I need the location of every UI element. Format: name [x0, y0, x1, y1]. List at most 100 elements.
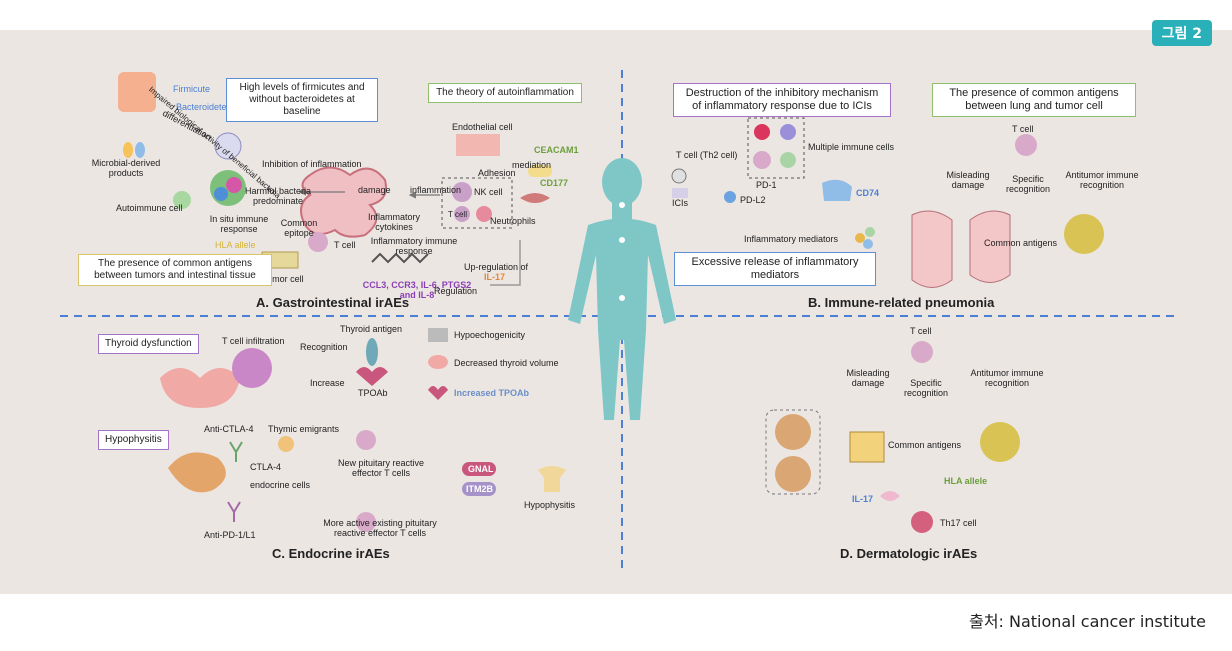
damage-label: damage	[358, 185, 391, 195]
common-antigens-b-label: Common antigens	[984, 238, 1058, 248]
antitumor-b-label: Antitumor immune recognition	[1065, 170, 1139, 191]
hypoecho-label: Hypoechogenicity	[454, 330, 526, 340]
specific-b-label: Specific recognition	[1005, 174, 1051, 195]
t-cell-d-label: T cell	[910, 326, 932, 336]
specific-d-label: Specific recognition	[903, 378, 949, 399]
nk-cell-icon	[452, 182, 472, 202]
anti-pd1-icon	[227, 501, 241, 522]
infiltration-label: T cell infiltration	[222, 336, 285, 346]
anti-pd1-label: Anti-PD-1/L1	[204, 530, 256, 540]
cd74-label: CD74	[856, 188, 880, 198]
human-body-icon	[568, 158, 676, 420]
figure-badge: 그림 2	[1151, 20, 1212, 46]
inflammation-label: inflammation	[410, 185, 462, 195]
adhesion-label: Adhesion	[478, 168, 516, 178]
anti-ctla4-label: Anti-CTLA-4	[204, 424, 254, 434]
destruction-box: Destruction of the inhibitory mechanism …	[673, 83, 891, 118]
thyroid-antigen-label: Thyroid antigen	[340, 324, 403, 334]
t-cell-label: T cell	[334, 240, 356, 250]
hypophysitis-box: Hypophysitis	[98, 430, 169, 450]
genes-label: CCL3, CCR3, IL-6, PTGS2 and IL-8	[362, 280, 472, 301]
thymic-label: Thymic emigrants	[268, 424, 340, 434]
cd177-label: CD177	[540, 178, 569, 188]
thyroid-dysfunction-box: Thyroid dysfunction	[98, 334, 199, 354]
endocrine-label: endocrine cells	[250, 480, 311, 490]
skin-lesion-icon	[775, 414, 811, 450]
thymus-icon	[278, 436, 294, 452]
insitu-label: In situ immune response	[209, 214, 269, 235]
dna-icon	[371, 252, 429, 264]
ici-vial-icon	[672, 188, 688, 198]
skin-box	[765, 409, 821, 495]
active-t-cell-icon	[356, 512, 376, 532]
t-cell-b-label: T cell	[1012, 124, 1034, 134]
common-epitope-label: Common epitope	[280, 218, 318, 239]
harmful-label: Harmful bacteria predominate	[244, 186, 312, 207]
recognition-label: Recognition	[300, 342, 348, 352]
panel-c-title: C. Endocrine irAEs	[272, 546, 390, 561]
tpoab-label: TPOAb	[358, 388, 388, 398]
ici-block-icon	[671, 168, 687, 184]
intestine-icon	[300, 166, 387, 238]
t-cell-2-label: T cell	[448, 210, 467, 219]
brain-icon	[168, 452, 226, 493]
lungs-icon	[911, 210, 1011, 288]
autoimmune-cell-icon	[173, 191, 191, 209]
tpoab-icon	[356, 367, 388, 386]
source-caption: 출처: National cancer institute	[969, 612, 1206, 631]
t-cell-icon	[308, 232, 328, 252]
presence-box: The presence of common antigens between …	[932, 83, 1136, 118]
multiple-cells-label: Multiple immune cells	[808, 142, 895, 152]
bacteroidete-label: Bacteroidete	[176, 102, 227, 112]
nk-cell-label: NK cell	[474, 187, 503, 197]
gnal-icon	[462, 462, 496, 476]
ctla4-label: CTLA-4	[250, 462, 282, 472]
pd1-label: PD-1	[756, 180, 777, 190]
more-active-label: More active existing pituitary reactive …	[323, 518, 437, 539]
decreased-label: Decreased thyroid volume	[454, 358, 559, 368]
immune-cells-box	[747, 117, 805, 179]
infiltration-icon	[232, 348, 272, 388]
common-antigens-box: The presence of common antigens between …	[78, 254, 272, 286]
th2-label: T cell (Th2 cell)	[676, 150, 738, 160]
cytokines-label: Inflammatory cytokines	[367, 212, 420, 233]
ceacam-label: CEACAM1	[534, 145, 579, 155]
autoinflammation-box: The theory of autoinflammation	[428, 83, 582, 103]
mediation-label: mediation	[512, 160, 552, 170]
icis-label: ICIs	[672, 198, 689, 208]
t-cell-b-icon	[1015, 134, 1037, 156]
inhibition-label: Inhibition of inflammation	[262, 159, 362, 169]
th17-cell-icon	[911, 511, 933, 533]
pituitary-icon	[538, 466, 566, 492]
pdl2-label: PD-L2	[740, 195, 766, 205]
common-antigens-d-label: Common antigens	[888, 440, 962, 450]
tumor-cluster-d-icon	[980, 422, 1020, 462]
tumor-cell-label: Tumor cell	[262, 274, 304, 284]
t-cell-d-icon	[911, 341, 933, 363]
immune-response-label: Inflammatory immune response	[370, 236, 458, 257]
anti-ctla4-icon	[229, 441, 243, 462]
itm2b-icon	[462, 482, 496, 496]
thyroid-antigen-icon	[366, 338, 378, 366]
regulation-label: Regulation	[434, 286, 478, 296]
microbial-label: Microbial-derived products	[91, 158, 161, 179]
endothelial-label: Endothelial cell	[452, 122, 513, 132]
panel-a-title: A. Gastrointestinal irAEs	[256, 295, 410, 310]
thyroid-volume-icon	[428, 355, 448, 369]
tumor-cluster-icon	[1064, 214, 1104, 254]
upregulation-label: Up-regulation of	[464, 262, 529, 272]
new-t-cell-icon	[356, 430, 376, 450]
misleading-b-label: Misleading damage	[946, 170, 990, 191]
il17-icon	[880, 491, 900, 501]
il17-label: IL-17	[484, 272, 506, 282]
hla-label: HLA allele	[215, 240, 256, 250]
neutrophils-label: Neutrophils	[490, 216, 536, 226]
increase-label: Increase	[310, 378, 345, 388]
th17-label: Th17 cell	[940, 518, 977, 528]
itm2b-label: ITM2B	[466, 484, 493, 494]
treg-cell-icon	[214, 132, 242, 160]
gnal-label: GNAL	[468, 464, 494, 474]
panel-b-title: B. Immune-related pneumonia	[808, 295, 995, 310]
new-pituitary-label: New pituitary reactive effector T cells	[337, 458, 425, 479]
